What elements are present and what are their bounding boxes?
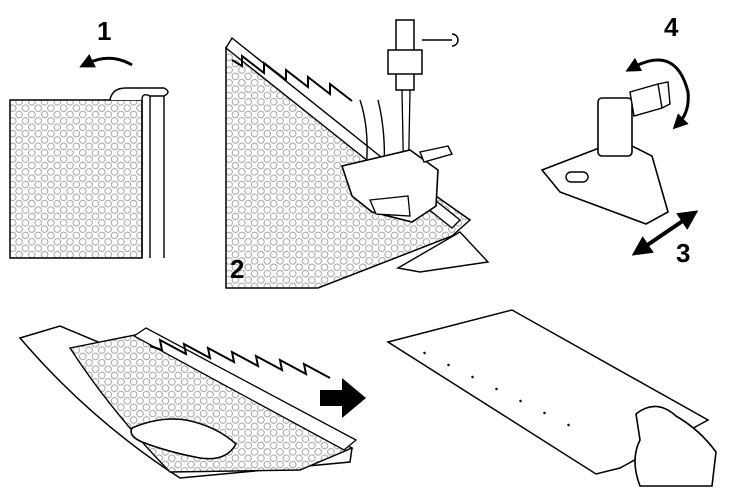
blind-hem-presser-foot (342, 150, 438, 222)
step-2-label: 2 (230, 254, 244, 284)
guide-slot (566, 172, 588, 182)
panel-sewing-foot: 2 (226, 20, 488, 288)
finished-hem-stitches (424, 352, 569, 426)
arrow-right-icon (320, 378, 366, 418)
needle-clamp-screw (422, 34, 458, 46)
hand-right (635, 406, 716, 486)
blind-stitch-line (232, 56, 352, 101)
panel-finished-hem (388, 310, 716, 486)
foot-guide (370, 196, 410, 216)
fabric-bottom-fold (398, 232, 488, 272)
rotate-arrow-icon (625, 57, 688, 130)
panel-fold-fabric: 1 (10, 16, 168, 258)
panel-adjust-guide: 3 4 (542, 12, 699, 268)
needle-clamp (388, 50, 422, 74)
panel-stitched-fabric (20, 326, 356, 478)
guide-adjust-screw (630, 82, 670, 116)
fabric-fold-curl (110, 88, 168, 100)
foot-guide-screw (420, 146, 452, 162)
hand-left (131, 419, 236, 459)
guide-foot-shank (598, 98, 632, 156)
double-arrow-icon (631, 210, 699, 256)
fabric-sheet (10, 100, 142, 258)
fold-band-stitched (134, 328, 356, 450)
step-3-label: 3 (676, 238, 690, 268)
blind-stitch-line-bottom (150, 340, 330, 378)
curved-arrow-left-icon (79, 53, 132, 68)
step-4-label: 4 (664, 12, 679, 42)
fabric-folded-edge (142, 92, 164, 258)
step-1-label: 1 (97, 16, 111, 46)
